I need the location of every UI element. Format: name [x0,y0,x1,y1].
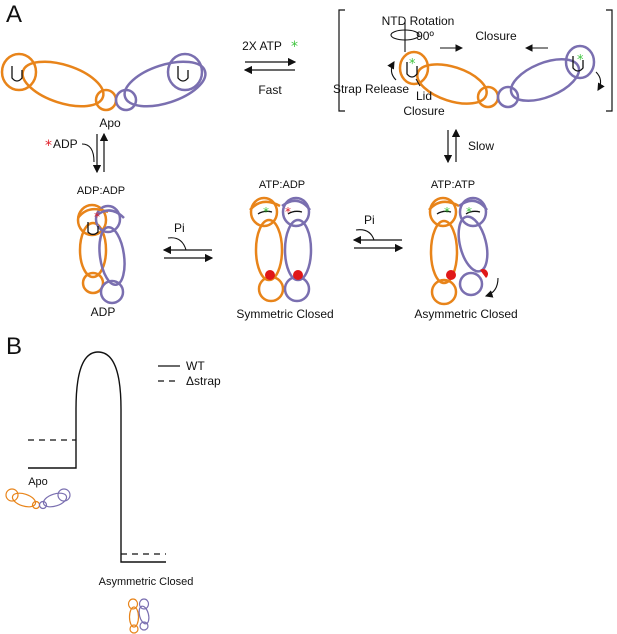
asym-contact-half-dot [480,269,489,278]
int-lid-b [572,56,584,72]
adp-lid [87,222,99,236]
adp-state-label: ADP [91,305,116,319]
sym-contact-dot-a [265,270,275,280]
adp-star-icon: * [45,138,52,154]
asym-ctd-b [458,271,484,297]
int-lid-a [406,62,418,78]
energy-profile-wt [28,351,166,563]
energy-asym-mini-dimer [127,598,150,634]
strap-release-arrow-b-icon [595,71,605,91]
energy-asym-label: Asymmetric Closed [99,576,194,588]
lid-pointer [415,78,421,87]
apo-ntd-b [166,52,204,92]
symmetric-closed-dimer [249,196,313,303]
legend-wt-label: WT [186,359,205,373]
sym-adp-star-icon: * [285,205,291,219]
adp-ctd-b [99,279,125,305]
asym-md-a [429,219,459,285]
asym-lid-a [436,210,452,215]
adp-dimer [76,203,126,305]
sym-lid-b [287,210,303,215]
int-ntd-b [564,44,596,80]
lid-closure-label-line1: Lid [416,89,432,103]
apo-ntd-a [0,52,38,92]
sym-cap-b [281,199,311,211]
pi-label-1: Pi [174,221,185,235]
pi-curve-1 [167,237,187,251]
closure-label: Closure [475,29,517,43]
adp-md-b [98,225,126,287]
asym-lid-b [465,210,481,215]
asym-atp-star-b-icon: * [466,205,472,219]
asymmetric-closed-dimer [428,196,489,306]
apo-md-b [123,60,207,108]
int-ctd-a [476,85,500,109]
asym-ntd-a [428,196,458,228]
asym-ntd-b [458,196,488,228]
apo-ctd-a [94,88,118,112]
slow-label: Slow [468,139,494,153]
asym-cap-a [428,200,460,211]
apo-label: Apo [99,116,121,130]
panel-label-a: A [6,1,22,28]
adp-adp-label: ADP:ADP [77,185,125,197]
asym-md-b [457,215,489,273]
energy-apo-label: Apo [28,476,48,488]
asym-ctd-a [430,278,458,306]
energy-apo-mini-dimer [5,488,71,510]
apo-open-dimer [0,52,207,112]
sym-ntd-a [249,196,279,228]
panel-label-b: B [6,333,22,360]
sym-cap-a [249,200,281,211]
arrow-fast-label: Fast [258,83,282,97]
pi-label-2: Pi [364,213,375,227]
pi-curve-2 [355,229,375,241]
apo-lid-a [11,66,23,82]
int-atp-star-b-icon: * [577,53,584,68]
legend-dstrap-label: Δstrap [186,374,221,388]
lid-closure-label-line2: Closure [403,104,445,118]
adp-ntd-b [94,204,122,234]
asym-rotation-arrow-icon [484,277,499,298]
rotation-angle-label: 90º [416,29,434,43]
atp-atp-label: ATP:ATP [431,179,475,191]
int-ctd-b [496,85,520,109]
asym-cap-b [458,199,488,211]
intermediate-dimer [398,44,596,109]
ntd-rotation-label: NTD Rotation [382,14,455,28]
apo-md-a [21,60,105,108]
apo-lid-b [177,66,189,82]
atp-star-icon: * [291,39,298,55]
adp-dimer-star-icon: * [94,210,100,224]
legend: WT Δstrap [158,359,221,388]
adp-ctd-a [81,271,105,295]
strap-release-label: Strap Release [333,82,409,96]
asym-atp-star-a-icon: * [444,205,450,219]
atp-adp-label: ATP:ADP [259,179,305,191]
arrow-2x-atp-label: 2X ATP [242,39,282,53]
int-md-a [416,63,488,105]
int-atp-star-a-icon: * [409,57,416,72]
adp-arrow-label: ADP [53,137,78,151]
symmetric-closed-label: Symmetric Closed [236,307,333,321]
sym-lid-a [257,210,273,215]
intermediate-bracket [338,9,613,112]
asymmetric-closed-label: Asymmetric Closed [414,307,517,321]
asym-contact-dot [446,270,456,280]
sym-atp-star-icon: * [263,205,269,219]
sym-ntd-b [281,196,311,228]
sym-md-a [254,218,284,282]
int-md-b [509,58,581,102]
adp-binding-curve [81,143,95,163]
adp-md-a [78,221,108,279]
sym-contact-dot-b [293,270,303,280]
strap-release-arrow-a-icon [387,61,397,81]
int-ntd-a [398,50,430,86]
adp-cap-b [95,209,125,219]
